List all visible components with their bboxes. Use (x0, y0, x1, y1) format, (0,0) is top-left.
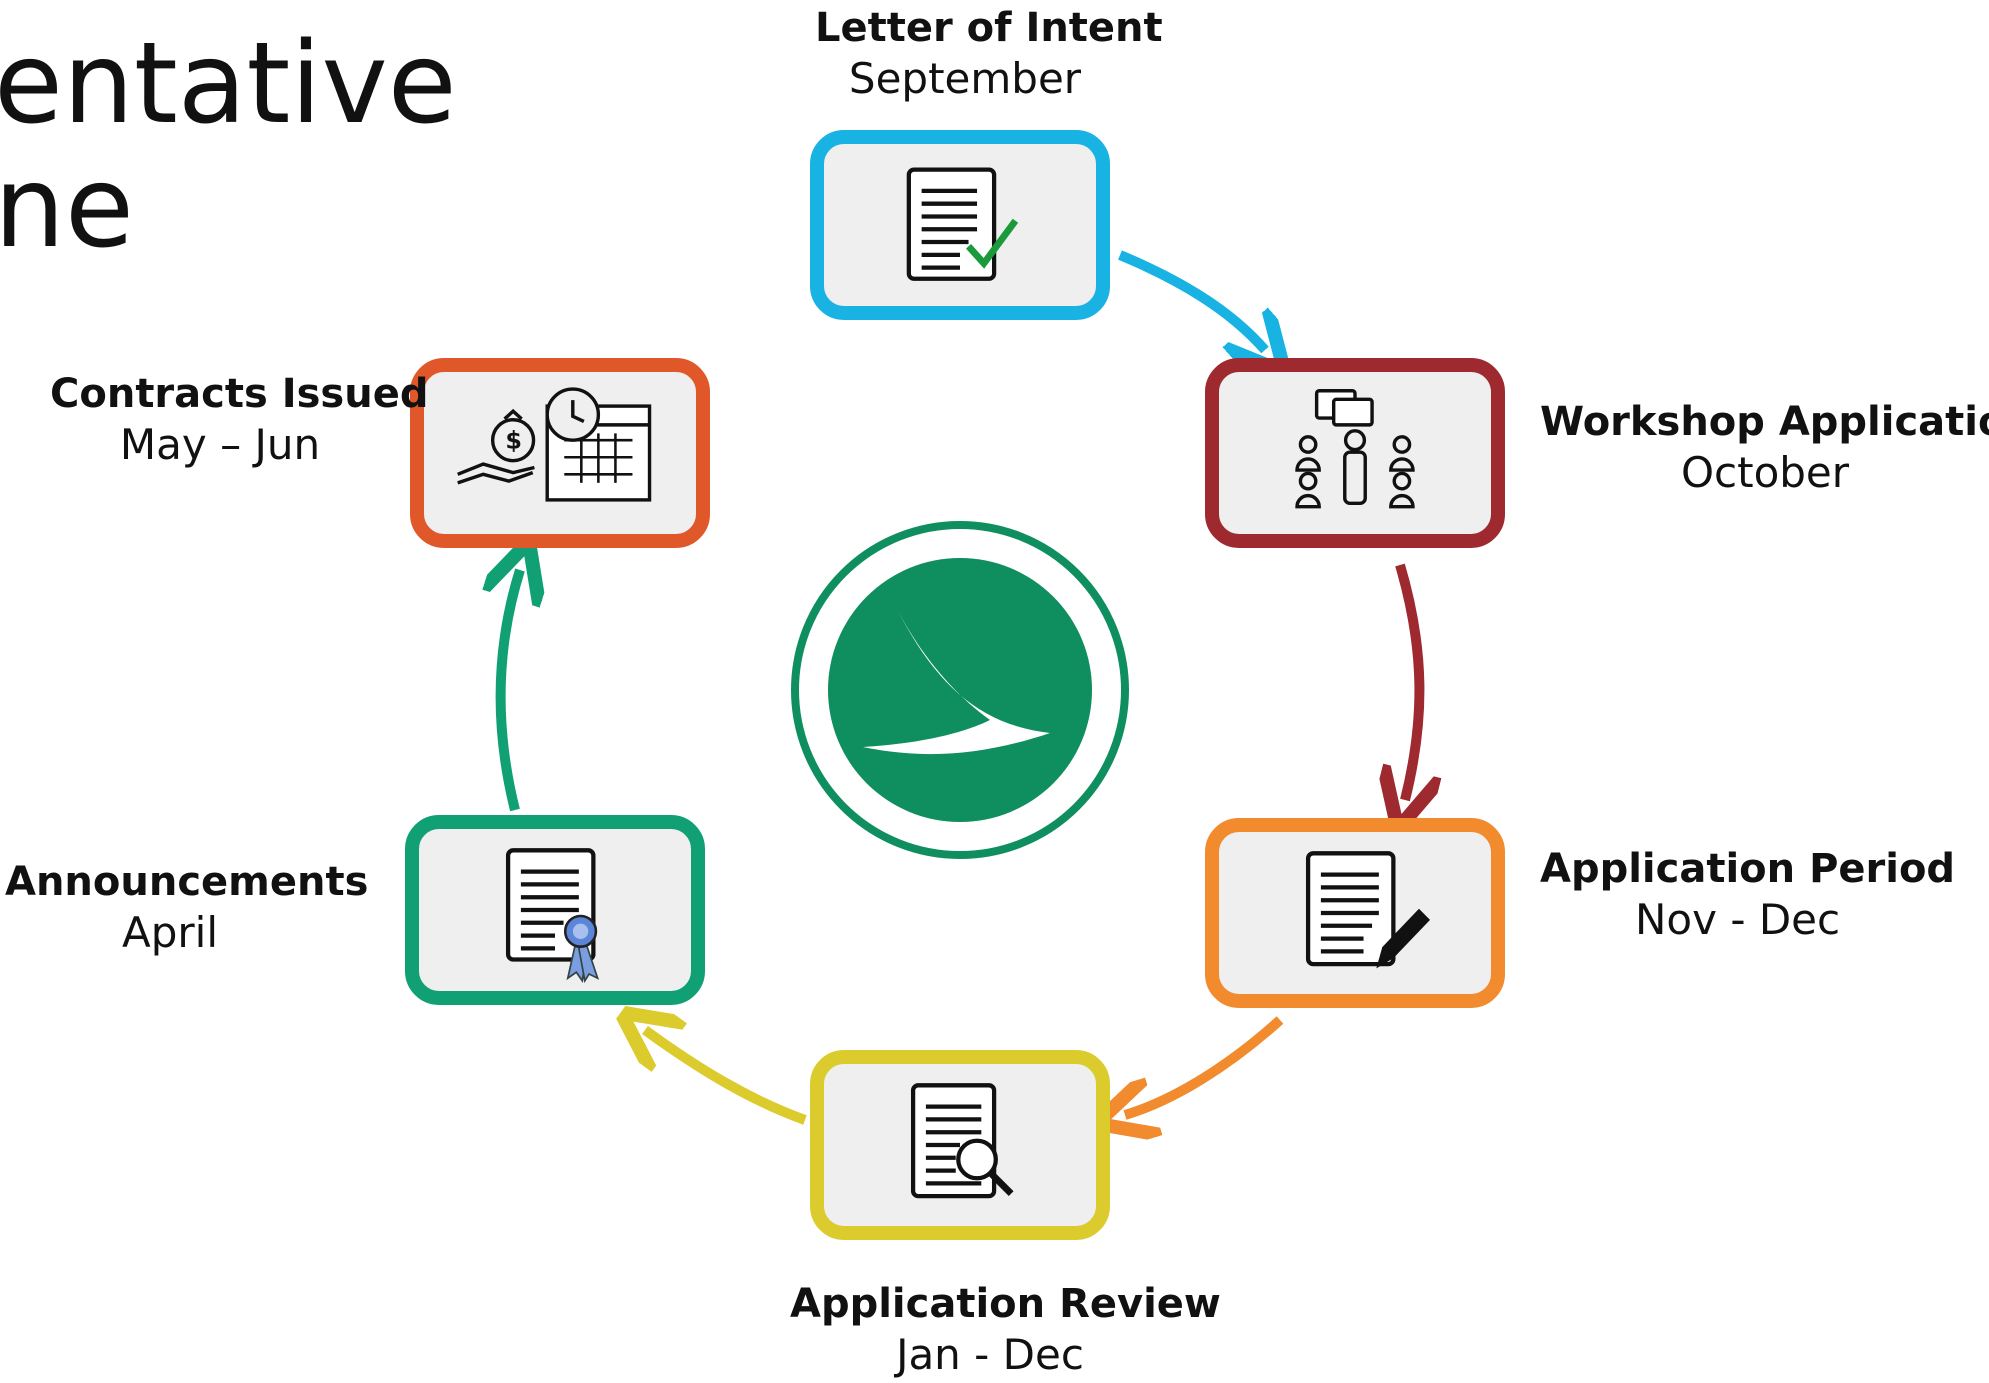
step-name: Workshop Application (1540, 399, 1989, 445)
step-name: Application Period (1540, 846, 1956, 892)
document-magnifier-icon (910, 1083, 1014, 1199)
document-check-icon (906, 167, 1019, 281)
step-name: Application Review (790, 1281, 1221, 1327)
step-label-application-review: Application Review Jan - Dec (790, 1280, 1221, 1383)
step-label-announcements: Announcements April (5, 858, 369, 961)
arrow-announce-to-contracts (501, 570, 520, 812)
step-date: October (1680, 448, 1850, 497)
arrow-period-to-review (1125, 1016, 1284, 1115)
step-date: May – Jun (119, 420, 321, 469)
step-name: Contracts Issued (50, 371, 429, 417)
step-box-application-period (1205, 818, 1505, 1008)
step-label-application-period: Application Period Nov - Dec (1540, 845, 1956, 948)
step-box-announcements (405, 815, 705, 1005)
step-box-workshop-application (1205, 358, 1505, 548)
step-box-contracts-issued: $ (410, 358, 710, 548)
arrow-review-to-announce (645, 1030, 807, 1125)
step-date: September (848, 54, 1082, 103)
step-date: Nov - Dec (1635, 895, 1841, 944)
step-name: Announcements (5, 859, 369, 905)
page-title-line-1: entative (0, 19, 457, 149)
step-name: Letter of Intent (815, 5, 1163, 51)
page-title-line-2: ne (0, 143, 134, 273)
step-label-contracts-issued: Contracts Issued May – Jun (50, 370, 429, 473)
step-box-application-review (810, 1050, 1110, 1240)
step-label-workshop-application: Workshop Application October (1540, 398, 1989, 501)
money-calendar-icon: $ (457, 387, 652, 502)
workshop-group-icon (1295, 389, 1415, 509)
step-date: Jan - Dec (896, 1330, 1084, 1379)
document-pen-icon (1305, 851, 1431, 969)
svg-text:$: $ (505, 427, 522, 455)
step-box-letter-of-intent (810, 130, 1110, 320)
step-date: April (122, 908, 218, 957)
step-label-letter-of-intent: Letter of Intent September (815, 4, 1163, 107)
arrow-intent-to-workshop (1118, 250, 1265, 350)
ohio-logo-icon (791, 521, 1129, 859)
arrow-workshop-to-period (1400, 563, 1419, 800)
certificate-ribbon-icon (505, 848, 600, 984)
